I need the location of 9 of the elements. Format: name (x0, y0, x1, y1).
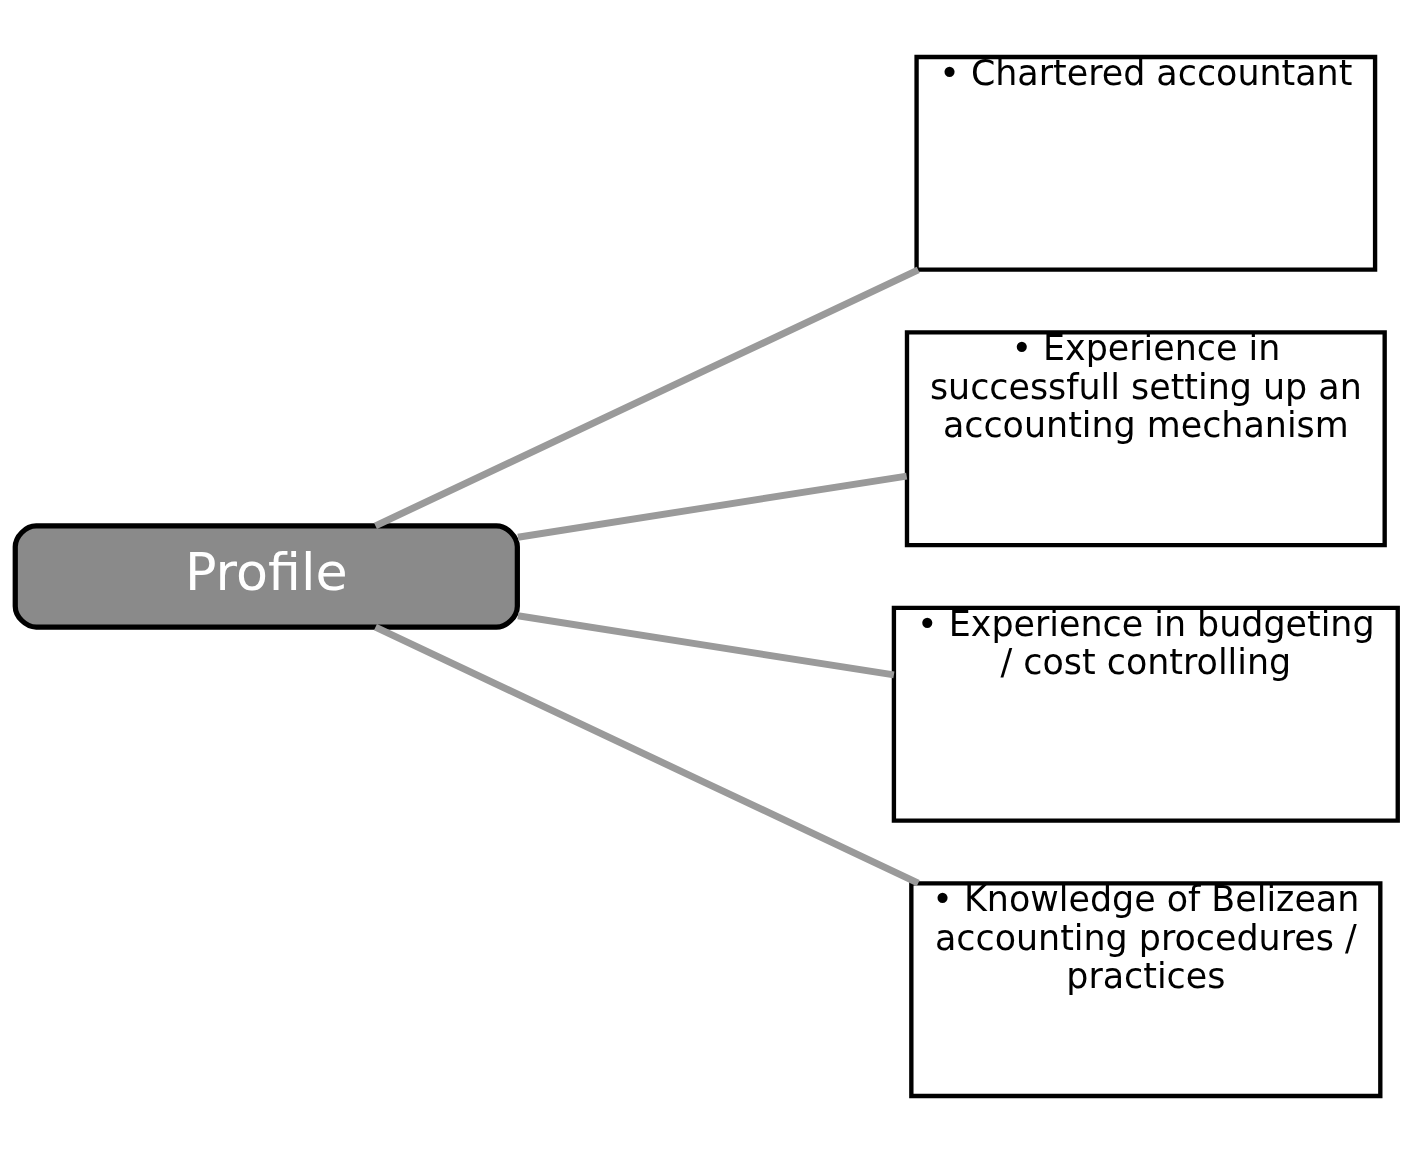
node-box: • Chartered accountant (914, 54, 1378, 272)
node-box: • Experience in budgeting / cost controlling (891, 605, 1400, 823)
node-box: • Experience in successfull setting up an accounting mechanism (904, 330, 1387, 548)
node-box: Profile (12, 523, 520, 630)
connector (517, 472, 908, 541)
connector (374, 624, 920, 887)
connector (374, 266, 920, 529)
node-box: • Knowledge of Belizean accounting procedures / practices (909, 881, 1383, 1099)
connector (517, 612, 895, 679)
